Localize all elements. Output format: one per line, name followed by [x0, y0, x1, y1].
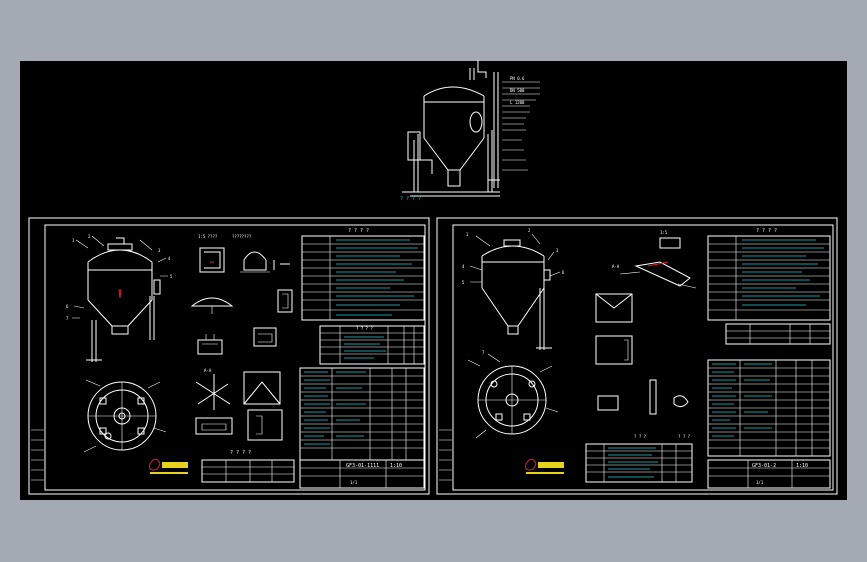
svg-text:5: 5 [170, 274, 173, 279]
svg-text:6: 6 [562, 270, 565, 275]
svg-text:1:5 ????: 1:5 ???? [198, 234, 218, 239]
svg-text:2: 2 [528, 228, 531, 233]
left-title-block: GF3-01-1111 1:10 1/1 [299, 459, 425, 489]
svg-text:PN 0.6: PN 0.6 [510, 76, 525, 81]
left-vessel-elevation: 1 2 3 4 5 6 7 [66, 234, 173, 362]
svg-text:5: 5 [462, 280, 465, 285]
right-scale: 1:10 [796, 463, 808, 469]
svg-text:7: 7 [66, 316, 69, 321]
left-parts-table: ? ? ? ? [299, 325, 425, 461]
right-sheet: 1 2 3 4 5 6 7 1:5 A-A [436, 217, 838, 495]
left-sheet-no: 1/1 [350, 480, 358, 485]
left-vessel-plan [83, 379, 167, 453]
svg-text:? ? ?: ? ? ? [634, 434, 647, 439]
svg-text:3: 3 [556, 248, 559, 253]
svg-text:????????: ???????? [232, 234, 252, 239]
svg-text:? ? ? ?: ? ? ? ? [230, 450, 251, 456]
left-detail-views: 1:5 ???? ???????? A-A [190, 234, 295, 483]
right-vessel-plan [467, 359, 559, 439]
right-title-block: GF3-01-2 1:10 1/1 [707, 459, 831, 489]
right-notes-table: ? ? ? ? [707, 228, 831, 345]
right-drawing-number: GF3-01-2 [752, 463, 776, 469]
top-view-label: ? ? ? ? [400, 196, 421, 202]
left-notes-table: ? ? ? ? [301, 228, 425, 321]
svg-text:DN 500: DN 500 [510, 88, 525, 93]
left-scale: 1:10 [390, 463, 402, 469]
top-vessel-view: PN 0.6 DN 500 L 1200 ? ? ? ? [400, 60, 540, 202]
svg-text:2: 2 [88, 234, 91, 239]
svg-text:1: 1 [72, 238, 75, 243]
left-company-logo [149, 458, 188, 474]
right-vessel-elevation: 1 2 3 4 5 6 7 [462, 228, 565, 363]
svg-text:1:5: 1:5 [660, 230, 668, 235]
left-sheet: 1 2 3 4 5 6 7 1:5 ???? [28, 217, 430, 495]
right-parts-table [585, 359, 831, 483]
left-drawing-number: GF3-01-1111 [346, 463, 379, 469]
right-company-logo [525, 458, 564, 474]
svg-text:6: 6 [66, 304, 69, 309]
right-detail-views: 1:5 A-A ? ? ? ? ? ? [595, 230, 697, 439]
right-sheet-no: 1/1 [756, 480, 764, 485]
svg-text:? ? ?: ? ? ? [678, 434, 691, 439]
svg-text:1: 1 [466, 232, 469, 237]
left-parts-heading: ? ? ? ? [356, 326, 373, 331]
svg-text:4: 4 [168, 256, 171, 261]
right-notes-heading: ? ? ? ? [756, 228, 777, 234]
svg-text:A-A: A-A [204, 368, 212, 373]
svg-text:3: 3 [158, 248, 161, 253]
svg-text:L 1200: L 1200 [510, 100, 525, 105]
svg-text:A-A: A-A [612, 264, 620, 269]
svg-text:4: 4 [462, 264, 465, 269]
svg-text:7: 7 [482, 350, 485, 355]
left-notes-heading: ? ? ? ? [348, 228, 369, 234]
